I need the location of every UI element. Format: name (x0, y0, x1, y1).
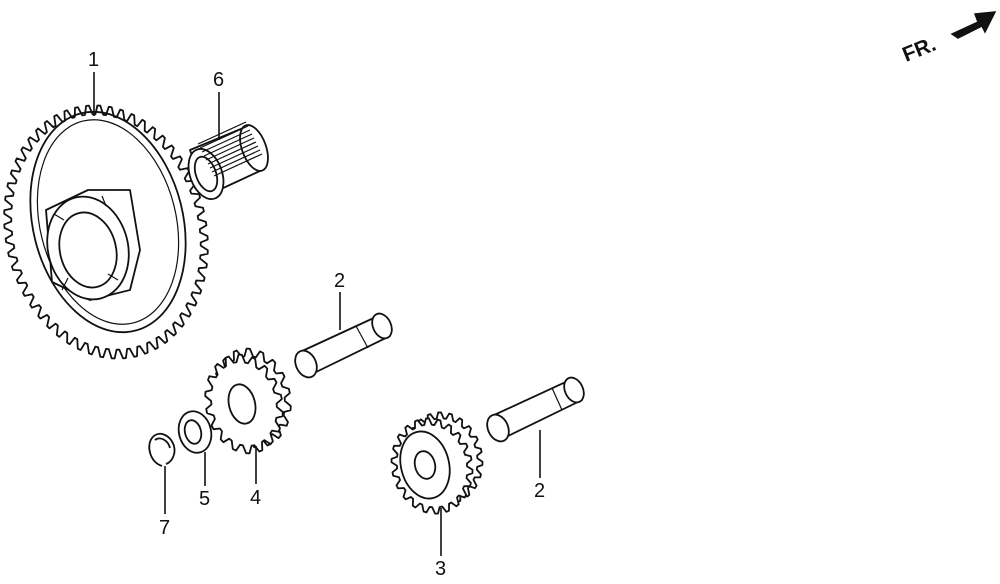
front-direction-indicator: FR. (899, 11, 997, 67)
shaft-lower (486, 376, 585, 443)
needle-bearing (187, 121, 269, 200)
callout-numbers: 1 2 2 3 4 5 6 7 (88, 49, 545, 580)
callout-washer: 5 (199, 488, 210, 510)
callout-gear-lower: 3 (435, 558, 446, 580)
gear-large (3, 104, 209, 360)
gear-lower (390, 411, 484, 515)
callout-shaft-upper: 2 (334, 270, 345, 292)
front-arrow-icon (950, 11, 997, 39)
circlip (148, 432, 176, 467)
leader-lines (93, 72, 541, 556)
callout-shaft-lower: 2 (534, 480, 545, 502)
front-label: FR. (899, 33, 939, 67)
gear-small-teeth (204, 353, 284, 455)
gear-small (204, 347, 292, 455)
shaft-upper (294, 312, 393, 379)
washer (177, 410, 213, 454)
callout-needle-bearing: 6 (213, 69, 224, 91)
callout-gear-small: 4 (250, 487, 261, 509)
callout-gear-large: 1 (88, 49, 99, 71)
callout-circlip: 7 (159, 517, 170, 539)
